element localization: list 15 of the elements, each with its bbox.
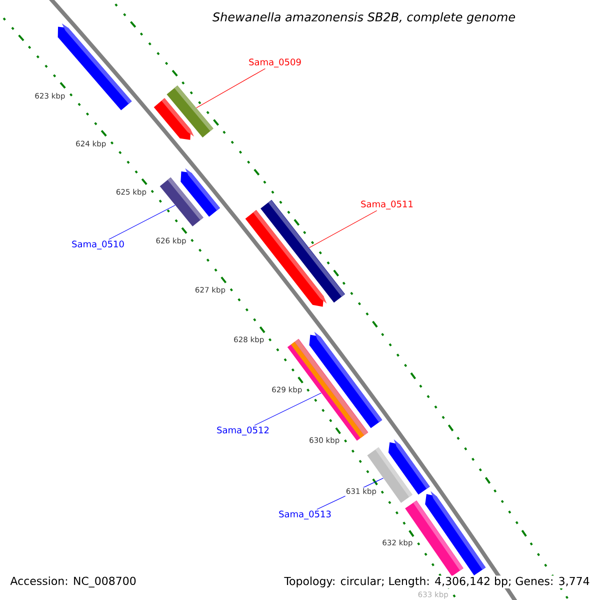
title: Shewanella amazonensis SB2B, complete genome: [212, 12, 516, 24]
leader-line: [308, 210, 378, 248]
genome-summary-text: Topology: circular; Length: 4,306,142 bp; Genes: 3,774: [283, 576, 591, 588]
gene-bar: [166, 85, 214, 138]
leader-line: [196, 68, 266, 108]
gene-bar: [260, 200, 346, 303]
accession-text: Accession: NC_008700: [9, 576, 138, 588]
gene-label: Sama_0511: [361, 200, 413, 210]
gene-label: Sama_0512: [217, 426, 269, 436]
gene-label: Sama_0510: [72, 240, 124, 250]
leader-line: [108, 204, 176, 240]
gene-label: Sama_0513: [279, 510, 331, 520]
leader-line: [254, 392, 322, 426]
gene-bar: [160, 177, 204, 226]
gene-label: Sama_0509: [249, 58, 301, 68]
